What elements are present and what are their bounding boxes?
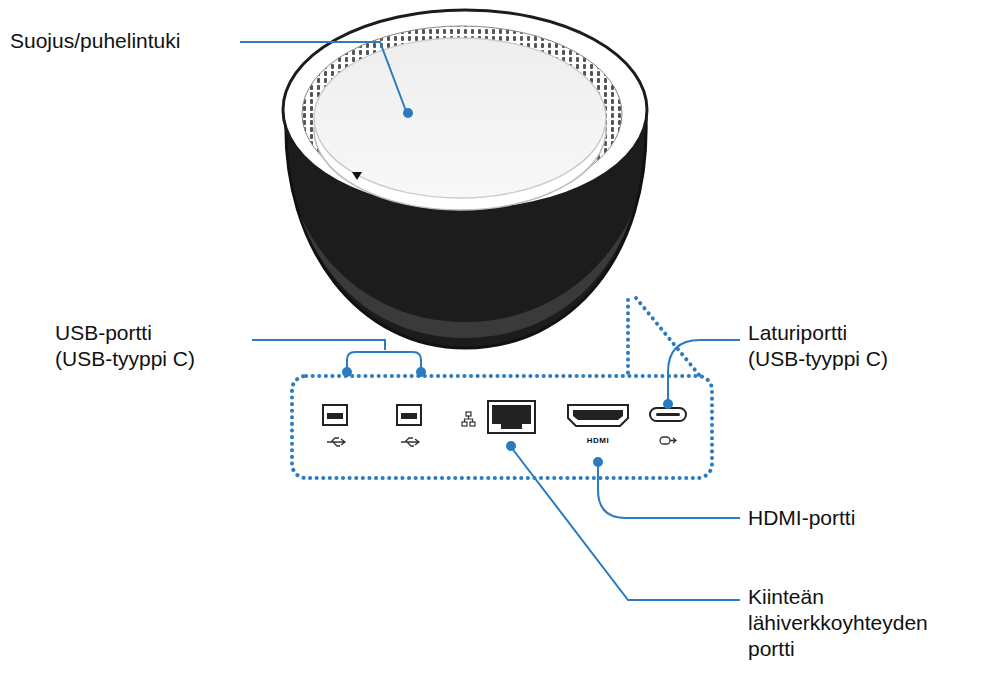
part-label: Suojus/puhelintuki	[10, 28, 180, 54]
port-marking: HDMI	[587, 436, 609, 445]
part-label: Laturiportti (USB-tyyppi C)	[748, 320, 894, 372]
leader-dot	[342, 108, 673, 467]
usb-port	[323, 405, 421, 425]
part-label: Kiinteän lähiverkkoyhteyden portti	[748, 584, 792, 662]
charger-port	[650, 408, 686, 444]
hdmi-port	[568, 405, 628, 426]
part-label: USB-portti (USB-tyyppi C)	[55, 320, 201, 372]
lan-icon	[462, 412, 475, 426]
lan-port	[462, 401, 535, 433]
part-label: HDMI-portti	[748, 505, 855, 531]
usb-icon	[327, 438, 419, 446]
leader-line	[240, 42, 740, 600]
charger-icon	[660, 437, 676, 444]
port-panel-outline	[292, 298, 712, 478]
dock-body	[283, 10, 647, 348]
